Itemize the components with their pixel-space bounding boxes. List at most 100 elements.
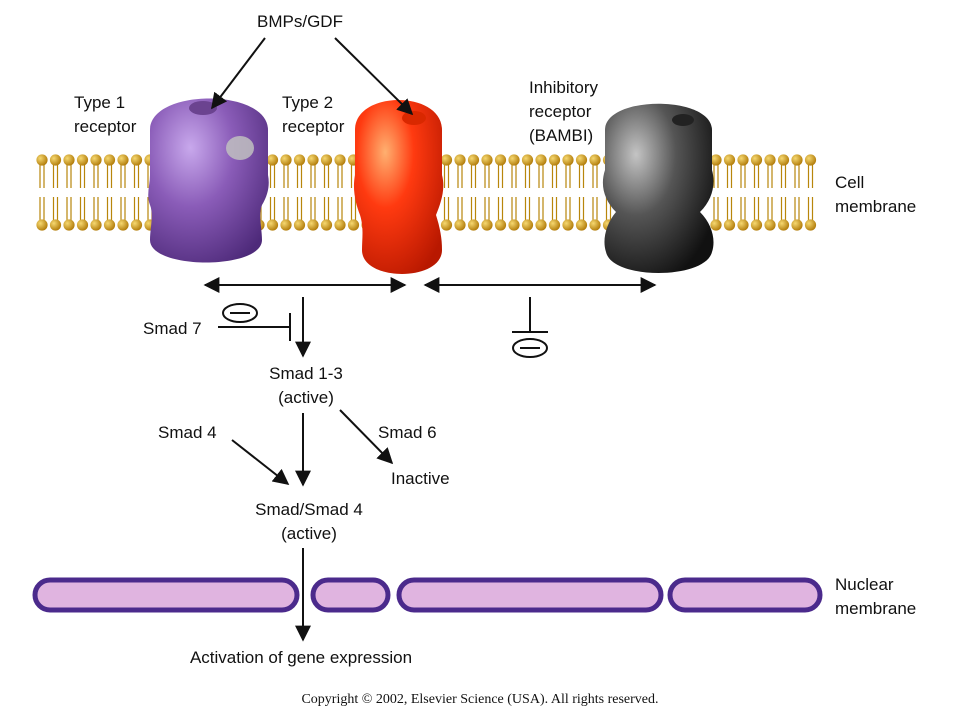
lipid-head — [535, 154, 547, 166]
label-smadsmad4-line1: Smad/Smad 4 — [255, 500, 363, 519]
label-smad13-line2: (active) — [278, 388, 334, 407]
lipid-tail — [753, 165, 760, 220]
lipid-head — [266, 219, 279, 231]
label-nuclear-line2: membrane — [835, 599, 916, 618]
lipid-tail — [79, 165, 86, 220]
lipid-head — [130, 154, 143, 166]
lipid-tail — [66, 165, 72, 220]
lipid-head — [467, 154, 480, 166]
lipid-head — [440, 219, 453, 231]
lipid-head — [293, 154, 306, 166]
lipid-head — [334, 154, 346, 166]
lipid-head — [548, 219, 561, 231]
lipid-head — [90, 219, 102, 231]
nuclear-membrane — [32, 577, 823, 613]
lipid-head — [548, 154, 561, 166]
lipid-head — [494, 219, 507, 231]
lipid-tail — [457, 165, 463, 220]
lipid-head — [481, 154, 493, 166]
lipid-head — [750, 154, 763, 166]
label-type1-line2: receptor — [74, 117, 137, 136]
lipid-head — [562, 219, 574, 231]
lipid-head — [103, 154, 116, 166]
lipid-head — [36, 154, 48, 166]
label-cell-line2: membrane — [835, 197, 916, 216]
nuclear-membrane-segment — [396, 577, 664, 613]
smad4-join-arrow — [231, 439, 290, 485]
smad6-inactive-arrow — [339, 409, 394, 465]
nuclear-membrane-segment — [32, 577, 300, 613]
lipid-head — [562, 154, 574, 166]
lipid-head — [117, 219, 129, 231]
ligand-arrow-type1 — [211, 37, 266, 110]
lipid-head — [723, 219, 736, 231]
lipid-head — [49, 154, 62, 166]
lipid-tail — [807, 165, 814, 220]
lipid-head — [764, 219, 776, 231]
type2-receptor — [353, 100, 444, 274]
lipid-head — [266, 154, 279, 166]
lipid-head — [589, 219, 601, 231]
label-smad13-line1: Smad 1-3 — [269, 364, 343, 383]
lipid-head — [36, 219, 48, 231]
lipid-tail — [592, 165, 598, 220]
lipid-head — [280, 219, 292, 231]
lipid-head — [49, 219, 62, 231]
lipid-head — [481, 219, 493, 231]
lipid-tail — [337, 165, 343, 220]
lipid-head — [575, 154, 588, 166]
lipid-head — [63, 219, 75, 231]
lipid-head — [76, 219, 89, 231]
label-smad7: Smad 7 — [143, 319, 202, 338]
lipid-head — [791, 219, 803, 231]
label-nuclear-line1: Nuclear — [835, 575, 894, 594]
label-activation-gene-expression: Activation of gene expression — [190, 648, 412, 667]
lipid-tail — [511, 165, 517, 220]
lipid-tail — [578, 165, 585, 220]
lipid-head — [710, 154, 722, 166]
label-type2-line1: Type 2 — [282, 93, 333, 112]
lipid-head — [280, 154, 292, 166]
lipid-tail — [52, 165, 59, 220]
lipid-head — [804, 219, 817, 231]
lipid-head — [723, 154, 736, 166]
label-smadsmad4-line2: (active) — [281, 524, 337, 543]
label-bmps-gdf: BMPs/GDF — [257, 12, 343, 31]
label-inhib-line3: (BAMBI) — [529, 126, 593, 145]
lipid-head — [63, 154, 75, 166]
lipid-head — [521, 154, 534, 166]
lipid-tail — [296, 165, 303, 220]
lipid-tail — [780, 165, 787, 220]
lipid-head — [467, 219, 480, 231]
lipid-head — [589, 154, 601, 166]
lipid-tail — [794, 165, 800, 220]
lipid-head — [454, 154, 466, 166]
lipid-tail — [39, 165, 45, 220]
lipid-head — [737, 219, 749, 231]
nuclear-membrane-segment — [310, 577, 391, 613]
lipid-head — [804, 154, 817, 166]
lipid-head — [320, 154, 333, 166]
lipid-tail — [484, 165, 490, 220]
lipid-tail — [767, 165, 773, 220]
type1-receptor — [148, 98, 269, 263]
lipid-head — [750, 219, 763, 231]
lipid-tail — [93, 165, 99, 220]
lipid-tail — [269, 165, 276, 220]
label-type1-line1: Type 1 — [74, 93, 125, 112]
label-smad6: Smad 6 — [378, 423, 437, 442]
lipid-head — [575, 219, 588, 231]
label-inhib-line2: receptor — [529, 102, 592, 121]
nuclear-membrane-segment — [667, 577, 823, 613]
lipid-tail — [565, 165, 571, 220]
ligand-arrow-type2 — [334, 37, 414, 116]
lipid-tail — [470, 165, 477, 220]
smad7-minus-icon — [222, 303, 258, 323]
lipid-head — [320, 219, 333, 231]
copyright-notice: Copyright © 2002, Elsevier Science (USA)… — [301, 692, 658, 707]
lipid-tail — [106, 165, 113, 220]
label-type2-line2: receptor — [282, 117, 345, 136]
lipid-head — [777, 154, 790, 166]
lipid-head — [440, 154, 453, 166]
